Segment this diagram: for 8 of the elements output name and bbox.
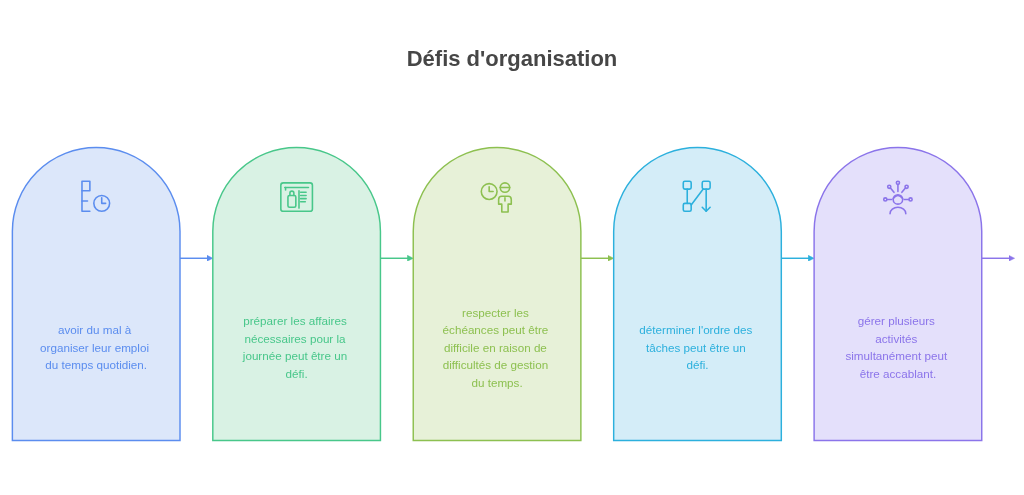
card-text: gérer plusieurs activités simultanément peut être accablant. (844, 314, 949, 382)
card-text: avoir du mal à organiser leur emploi du temps quotidien. (39, 322, 150, 374)
card-text: déterminer l'ordre des tâches peut être un défi. (638, 322, 754, 374)
card-text: respecter les échéances peut être difficile en raison de difficultés de gestion du temps. (441, 305, 550, 391)
diagram-title: Défis d'organisation (406, 46, 618, 72)
card-text: préparer les affaires nécessaires pour la journée peut être un défi. (241, 314, 349, 382)
arrow (580, 255, 614, 262)
arrow (981, 255, 1015, 262)
